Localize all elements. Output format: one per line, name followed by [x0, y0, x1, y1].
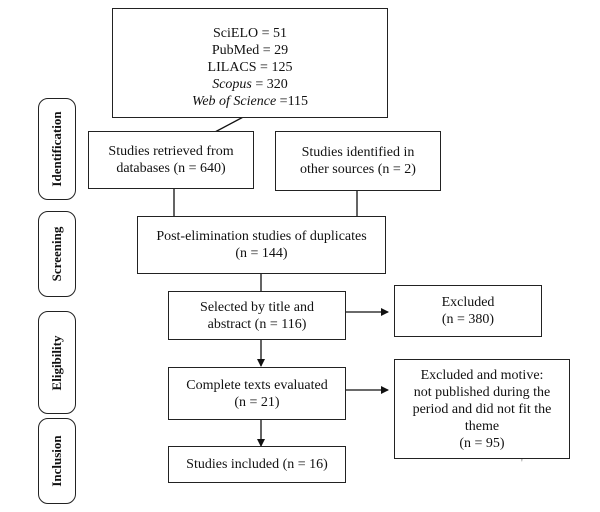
other-sources-box: Studies identified in other sources (n =…	[275, 131, 441, 191]
other-sources-line-2: other sources (n = 2)	[300, 162, 416, 177]
stage-screening: Screening	[38, 211, 76, 297]
post-elimination-line-2: (n = 144)	[235, 246, 288, 261]
excluded-motive-line-5: (n = 95)	[459, 435, 505, 451]
stage-eligibility: Eligibility	[38, 311, 76, 414]
excluded-box: Excluded (n = 380)	[394, 285, 542, 337]
stage-identification: Identification	[38, 98, 76, 200]
stage-identification-label: Identification	[49, 111, 64, 187]
source-wos: Web of Science =115	[192, 93, 308, 110]
stage-screening-label: Screening	[49, 226, 64, 282]
source-lilacs: LILACS = 125	[207, 60, 293, 75]
excluded-line-2: (n = 380)	[441, 312, 495, 327]
source-scielo: SciELO = 51	[213, 26, 287, 41]
retrieved-studies-box: Studies retrieved from databases (n = 64…	[88, 131, 254, 189]
excluded-motive-line-2: not published during the	[413, 384, 551, 400]
other-sources-line-1: Studies identified in	[301, 145, 415, 160]
stage-inclusion: Inclusion	[38, 418, 76, 504]
stray-mark: '	[521, 458, 523, 469]
excluded-motive-line-4: theme	[464, 418, 500, 434]
complete-texts-line-1: Complete texts evaluated	[186, 377, 328, 393]
source-pubmed: PubMed = 29	[211, 43, 289, 58]
complete-texts-line-2: (n = 21)	[234, 394, 280, 410]
selected-box: Selected by title and abstract (n = 116)	[168, 291, 346, 340]
source-wos-name: Web of Science	[191, 94, 277, 109]
excluded-motive-line-1: Excluded and motive:	[420, 367, 544, 383]
source-scopus-value: = 320	[251, 77, 288, 92]
post-elimination-line-1: Post-elimination studies of duplicates	[156, 229, 367, 244]
database-sources-box: SciELO = 51 PubMed = 29 LILACS = 125 Sco…	[112, 8, 388, 118]
stage-inclusion-label: Inclusion	[49, 435, 64, 487]
retrieved-line-1: Studies retrieved from	[108, 144, 234, 159]
included-line-1: Studies included (n = 16)	[186, 457, 328, 472]
post-elimination-box: Post-elimination studies of duplicates (…	[137, 216, 386, 274]
retrieved-line-2: databases (n = 640)	[116, 161, 226, 176]
stage-eligibility-label: Eligibility	[49, 335, 64, 390]
excluded-motive-box: Excluded and motive: not published durin…	[394, 359, 570, 459]
excluded-line-1: Excluded	[441, 295, 495, 310]
complete-texts-box: Complete texts evaluated (n = 21)	[168, 367, 346, 420]
excluded-motive-line-3: period and did not fit the	[412, 401, 552, 417]
source-scopus-name: Scopus	[212, 77, 252, 92]
source-scopus: Scopus = 320	[212, 76, 288, 93]
selected-line-2: abstract (n = 116)	[207, 316, 307, 332]
selected-line-1: Selected by title and	[200, 299, 314, 315]
studies-included-box: Studies included (n = 16)	[168, 446, 346, 483]
source-wos-value: =115	[276, 94, 309, 109]
